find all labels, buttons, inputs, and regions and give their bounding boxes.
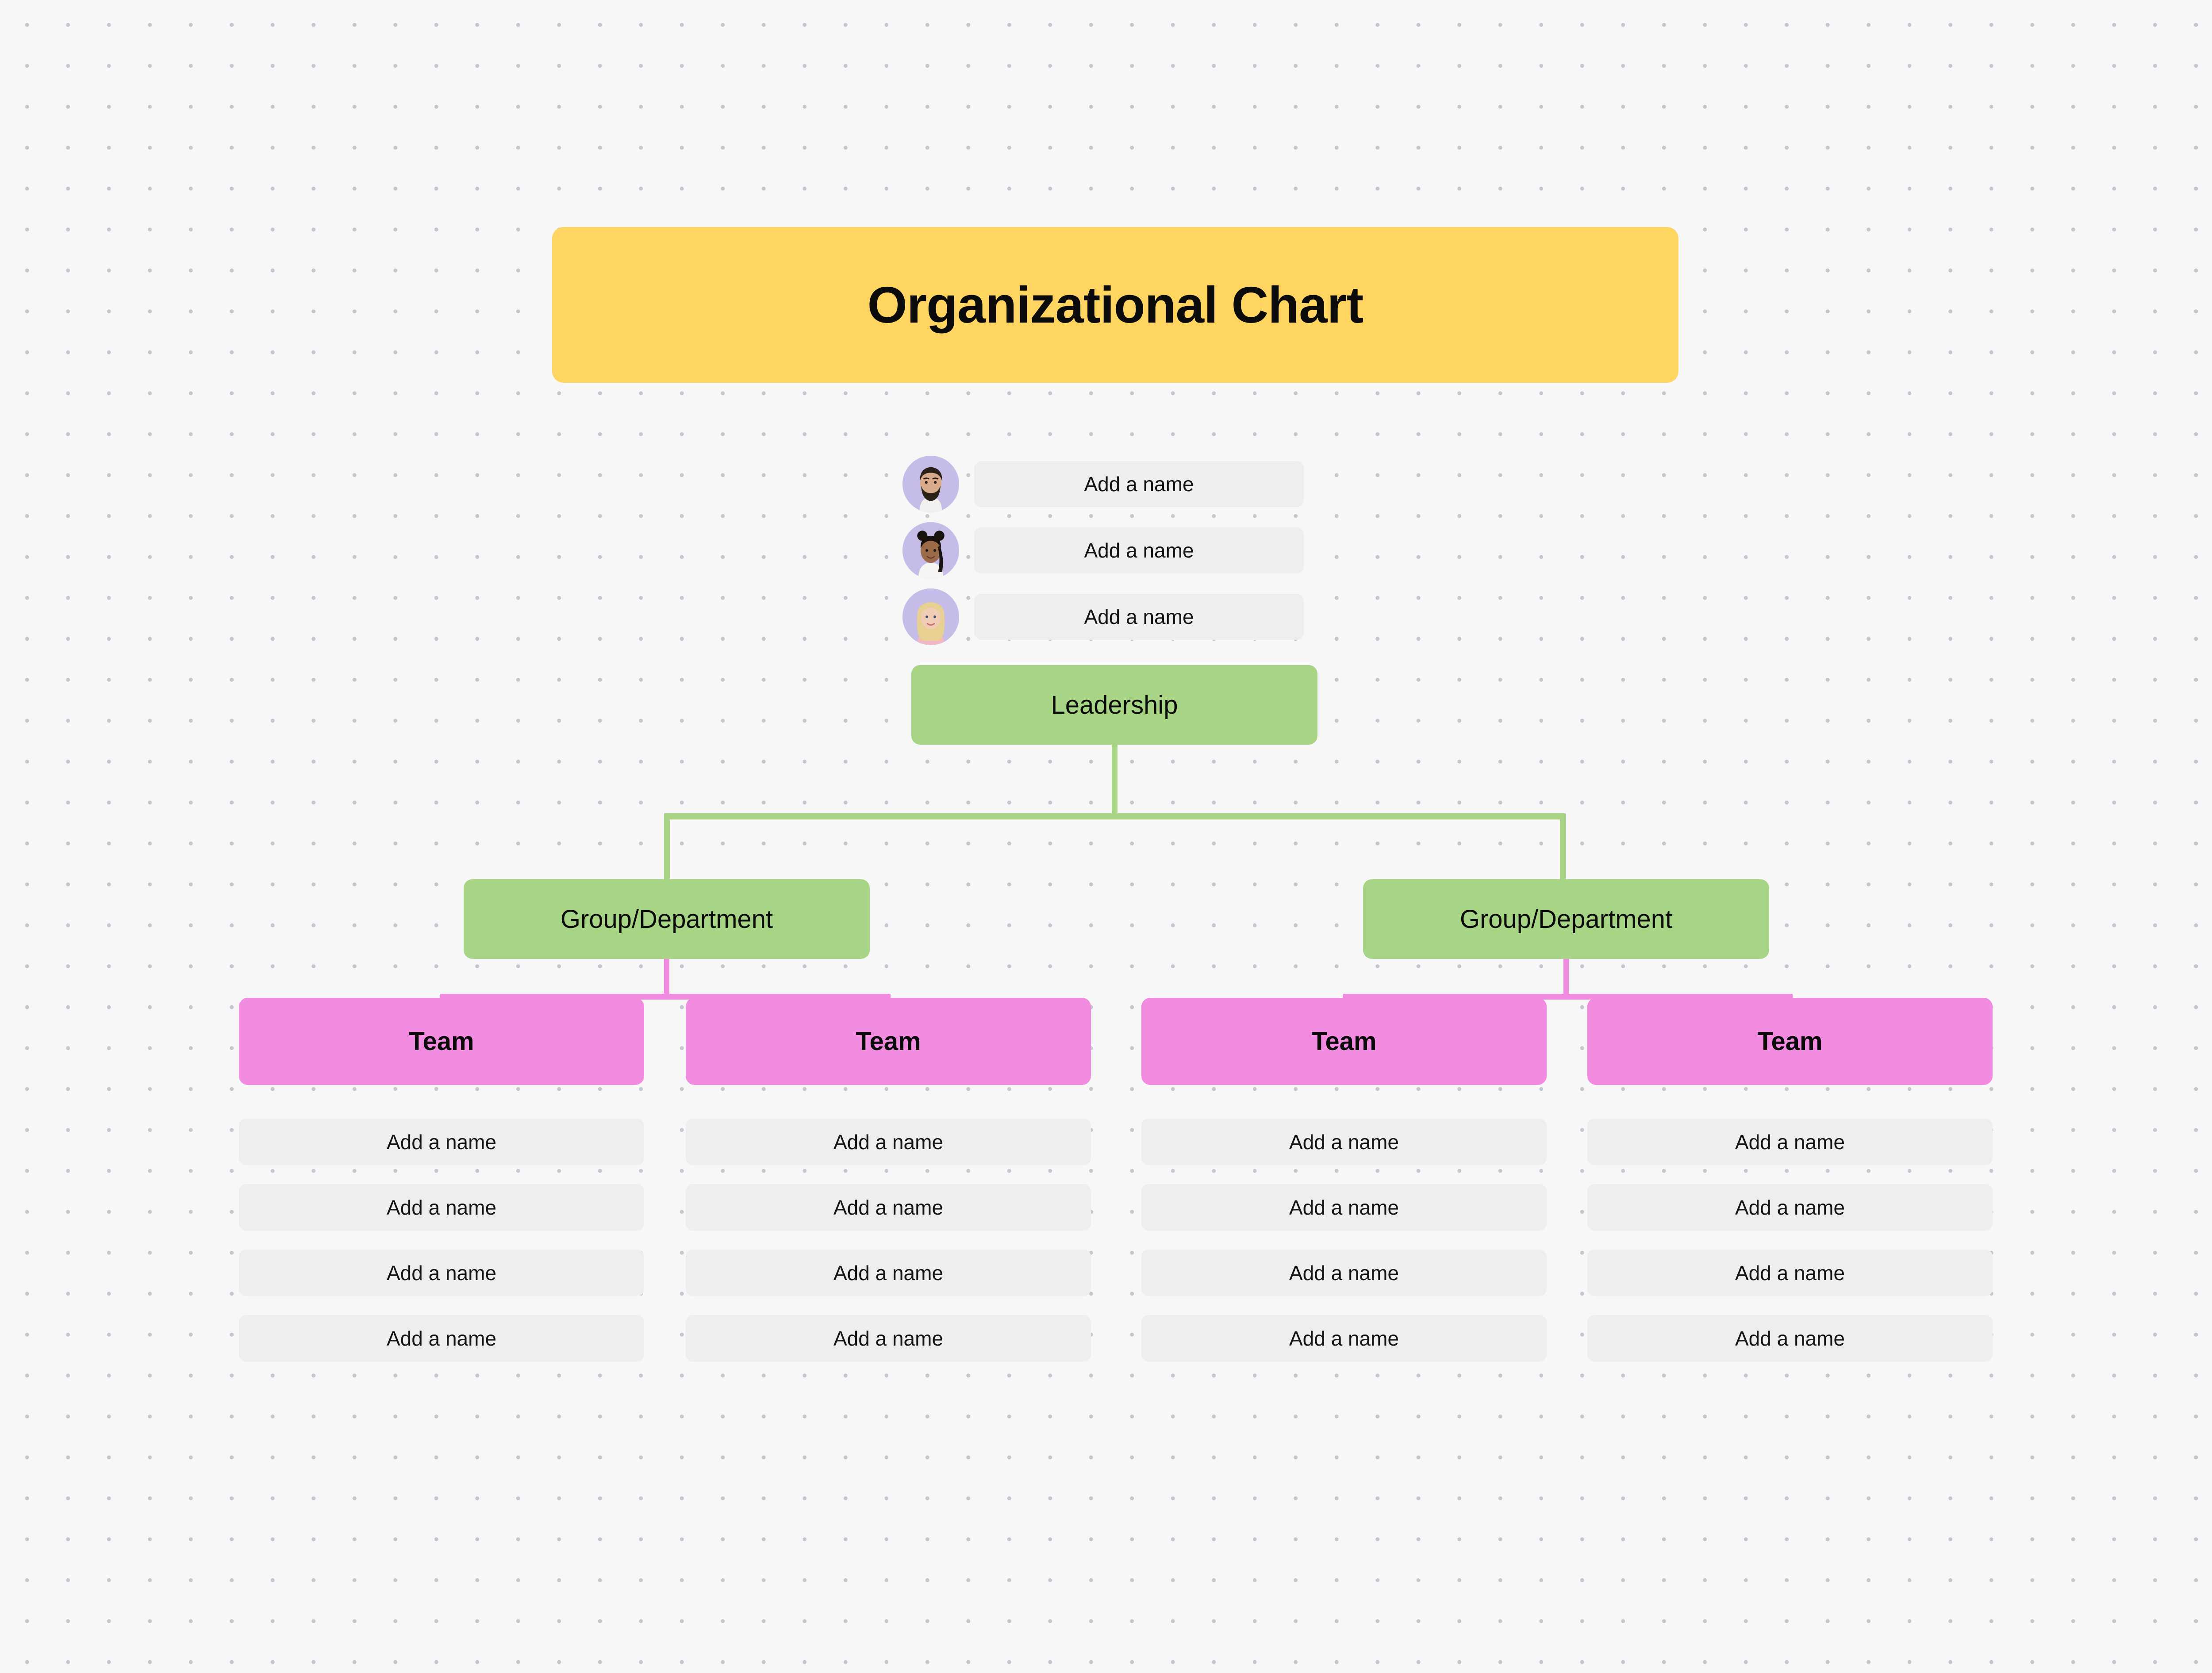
chart-title-banner[interactable]: Organizational Chart [552, 227, 1678, 383]
team-2-member-list: Add a name Add a name Add a name Add a n… [686, 1119, 1091, 1361]
avatar-bearded-man[interactable] [902, 456, 959, 512]
node-department-1[interactable]: Group/Department [464, 879, 870, 959]
node-department-1-label: Group/Department [560, 904, 773, 934]
team-3-member-input-3[interactable]: Add a name [1141, 1250, 1547, 1296]
team-1-member-input-3[interactable]: Add a name [239, 1250, 644, 1296]
team-1-member-input-2[interactable]: Add a name [239, 1184, 644, 1231]
team-4-member-list: Add a name Add a name Add a name Add a n… [1587, 1119, 1993, 1361]
node-team-4-label: Team [1757, 1027, 1823, 1056]
node-department-2[interactable]: Group/Department [1363, 879, 1769, 959]
team-3-member-input-4[interactable]: Add a name [1141, 1315, 1547, 1361]
avatar-woman-braids[interactable] [902, 522, 959, 579]
team-4-member-input-3[interactable]: Add a name [1587, 1250, 1993, 1296]
node-team-1[interactable]: Team [239, 998, 644, 1085]
node-team-1-label: Team [409, 1027, 474, 1056]
leadership-member-row[interactable]: Add a name [902, 588, 1304, 645]
node-leadership-label: Leadership [1051, 690, 1178, 719]
team-4-member-input-4[interactable]: Add a name [1587, 1315, 1993, 1361]
team-2-member-input-1[interactable]: Add a name [686, 1119, 1091, 1165]
node-leadership[interactable]: Leadership [911, 665, 1317, 745]
page-title: Organizational Chart [867, 276, 1364, 334]
node-team-4[interactable]: Team [1587, 998, 1993, 1085]
team-1-member-input-1[interactable]: Add a name [239, 1119, 644, 1165]
leadership-member-row[interactable]: Add a name [902, 522, 1304, 579]
team-1-member-list: Add a name Add a name Add a name Add a n… [239, 1119, 644, 1361]
team-2-member-input-3[interactable]: Add a name [686, 1250, 1091, 1296]
team-2-member-input-2[interactable]: Add a name [686, 1184, 1091, 1231]
node-team-2[interactable]: Team [686, 998, 1091, 1085]
team-3-member-list: Add a name Add a name Add a name Add a n… [1141, 1119, 1547, 1361]
avatar-blonde-woman[interactable] [902, 588, 959, 645]
node-team-3-label: Team [1311, 1027, 1377, 1056]
leadership-name-input-1[interactable]: Add a name [974, 461, 1304, 507]
team-2-member-input-4[interactable]: Add a name [686, 1315, 1091, 1361]
team-3-member-input-2[interactable]: Add a name [1141, 1184, 1547, 1231]
connector-leadership-drop-left [664, 813, 670, 881]
connector-leadership-bar [664, 813, 1566, 819]
team-4-member-input-1[interactable]: Add a name [1587, 1119, 1993, 1165]
team-1-member-input-4[interactable]: Add a name [239, 1315, 644, 1361]
node-team-3[interactable]: Team [1141, 998, 1547, 1085]
team-3-member-input-1[interactable]: Add a name [1141, 1119, 1547, 1165]
connector-department-1-stem [664, 959, 669, 997]
leadership-name-input-2[interactable]: Add a name [974, 527, 1304, 573]
connector-leadership-stem [1112, 745, 1118, 816]
connector-leadership-drop-right [1560, 813, 1566, 881]
node-department-2-label: Group/Department [1459, 904, 1673, 934]
node-team-2-label: Team [856, 1027, 921, 1056]
team-4-member-input-2[interactable]: Add a name [1587, 1184, 1993, 1231]
leadership-member-row[interactable]: Add a name [902, 456, 1304, 512]
connector-department-2-stem [1563, 959, 1569, 997]
leadership-name-input-3[interactable]: Add a name [974, 594, 1304, 640]
